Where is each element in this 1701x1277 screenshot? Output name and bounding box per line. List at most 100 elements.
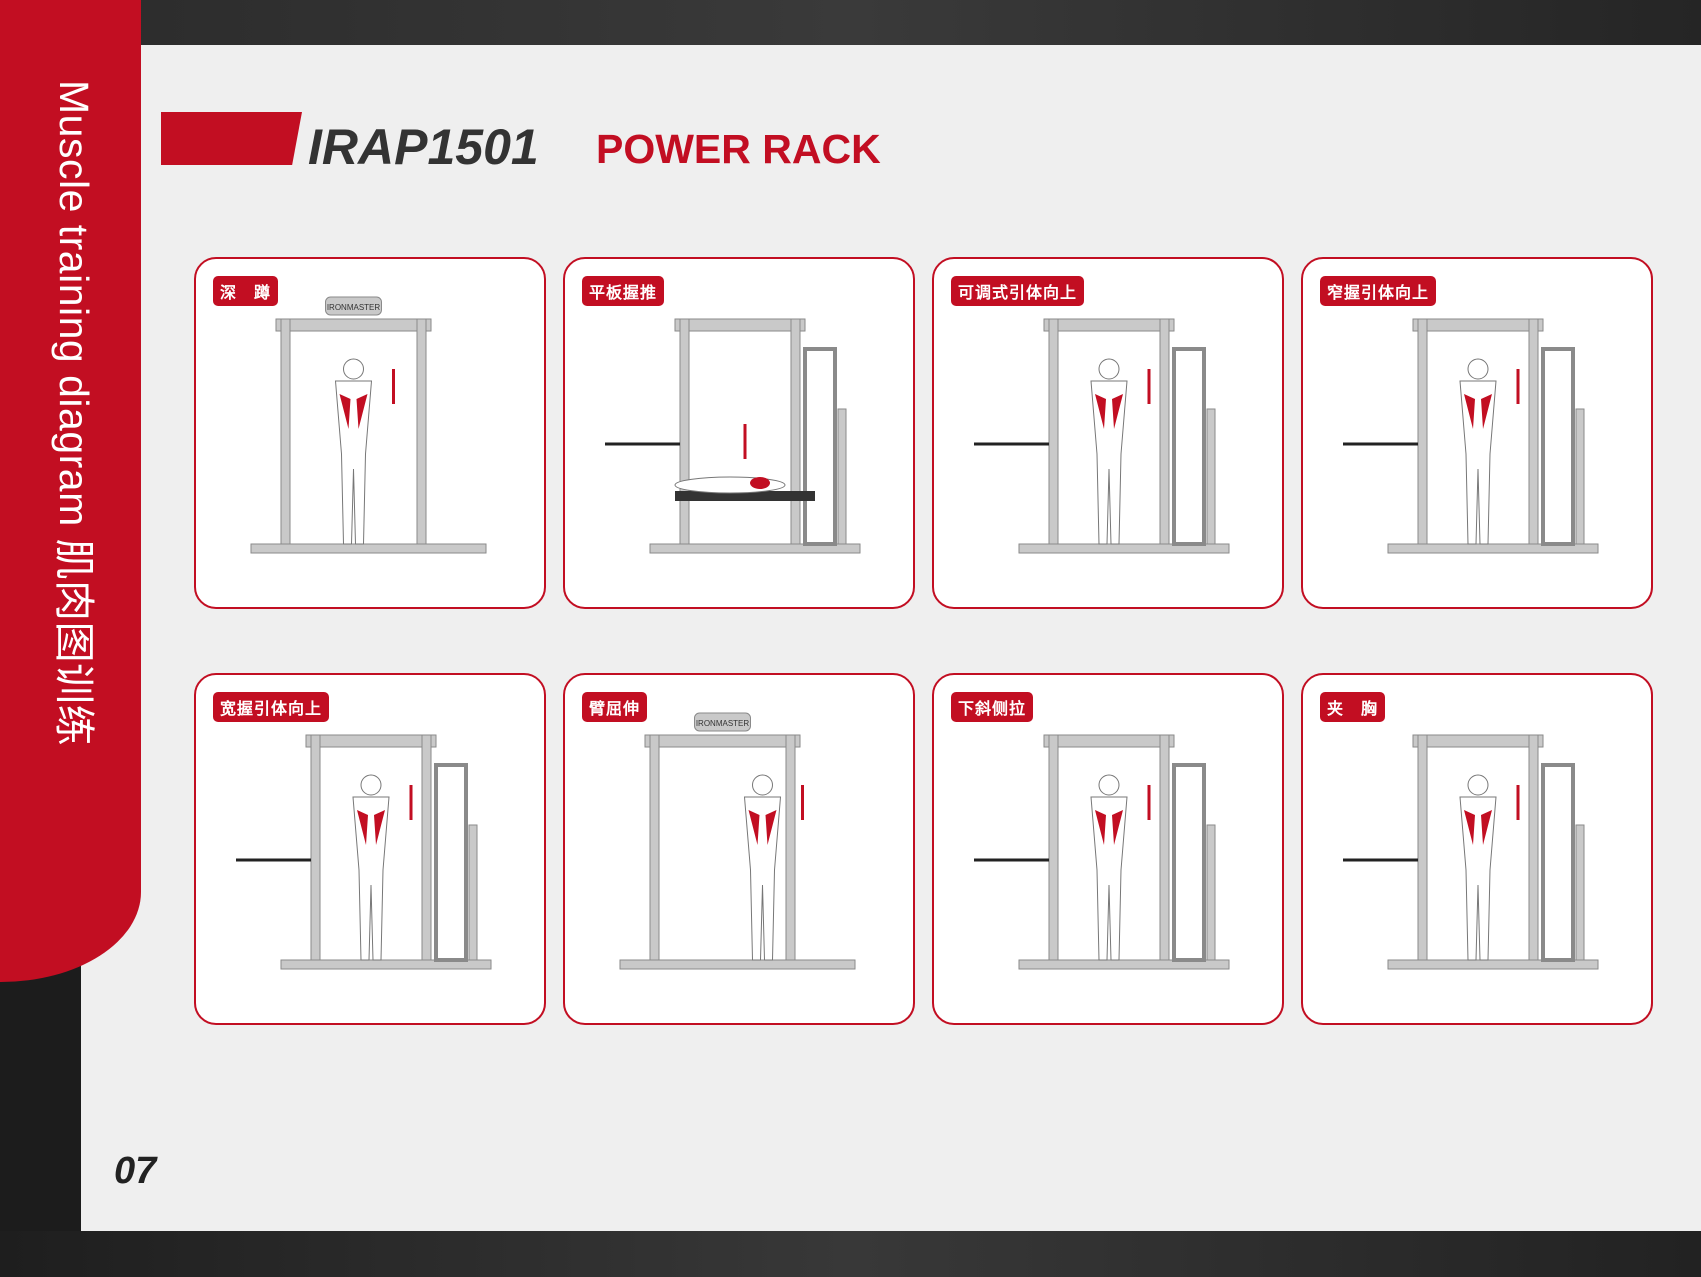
head <box>343 358 364 380</box>
title-accent-bar <box>161 112 302 165</box>
rack-base <box>649 543 861 554</box>
head <box>1467 774 1489 796</box>
exercise-card-dips: 臂屈伸 IRONMASTER <box>563 673 915 1025</box>
wide-pullup-illustration <box>236 734 492 970</box>
dips-illustration: IRONMASTER <box>619 712 856 970</box>
chest-fly-illustration <box>1343 734 1599 970</box>
sidebar: Muscle training diagram 肌肉图训练 <box>0 0 141 982</box>
rack-upright <box>1528 734 1539 966</box>
muscle-highlight <box>1464 810 1492 845</box>
squat-illustration: IRONMASTER <box>250 296 487 554</box>
head <box>360 774 382 796</box>
brand-text: IRONMASTER <box>696 719 750 728</box>
body-figure <box>1459 380 1497 545</box>
head <box>1467 358 1489 380</box>
rack-upright <box>280 318 291 550</box>
exercise-card-narrow-pullup: 窄握引体向上 <box>1301 257 1653 609</box>
model-number: IRAP1501 <box>308 119 539 175</box>
bench-press-illustration <box>605 318 861 554</box>
rack-upright <box>1417 734 1428 966</box>
body-figure <box>1090 796 1128 961</box>
rack-upright <box>1159 734 1170 966</box>
rack-top-beam <box>1043 318 1175 332</box>
exercise-label: 宽握引体向上 <box>213 692 330 722</box>
exercise-card-adjustable-pullup: 可调式引体向上 <box>932 257 1284 609</box>
rack-top-beam <box>1412 318 1544 332</box>
page-number: 07 <box>114 1150 157 1192</box>
body-figure <box>352 796 390 961</box>
rack-upright <box>310 734 321 966</box>
rack-upright <box>785 734 796 966</box>
rack-upright <box>1417 318 1428 550</box>
rack-top-beam <box>674 318 806 332</box>
storage-frame <box>1172 347 1206 546</box>
exercise-label: 窄握引体向上 <box>1320 276 1437 306</box>
top-band <box>0 0 1701 45</box>
exercise-label: 平板握推 <box>582 276 665 306</box>
muscle-highlight <box>748 810 777 845</box>
weight-post <box>1206 408 1216 545</box>
rack-upright <box>1159 318 1170 550</box>
weight-post <box>1575 408 1585 545</box>
storage-frame <box>1541 763 1575 962</box>
weight-post <box>468 824 478 961</box>
rack-upright <box>1048 318 1059 550</box>
rack-top-beam <box>305 734 437 748</box>
lat-pull-illustration <box>974 734 1230 970</box>
rack-upright <box>421 734 432 966</box>
storage-frame <box>434 763 468 962</box>
rack-top-beam <box>644 734 801 748</box>
body-figure <box>743 796 782 961</box>
body-figure <box>334 380 373 545</box>
exercise-card-chest-fly: 夹 胸 <box>1301 673 1653 1025</box>
exercise-card-lat-pull: 下斜侧拉 <box>932 673 1284 1025</box>
exercise-label: 下斜侧拉 <box>951 692 1034 722</box>
rack-upright <box>1528 318 1539 550</box>
brand-text: IRONMASTER <box>327 303 381 312</box>
exercise-label: 可调式引体向上 <box>951 276 1085 306</box>
muscle-highlight <box>750 477 770 489</box>
bottom-band <box>0 1231 1701 1277</box>
rack-base <box>619 959 856 970</box>
weight-post <box>1206 824 1216 961</box>
storage-frame <box>803 347 837 546</box>
rack-upright <box>679 318 690 550</box>
rack-top-beam <box>1412 734 1544 748</box>
exercise-card-squat: 深 蹲 IRONMASTER <box>194 257 546 609</box>
head <box>1098 774 1120 796</box>
adjustable-pullup-illustration <box>974 318 1230 554</box>
weight-post <box>1575 824 1585 961</box>
rack-base <box>250 543 487 554</box>
head <box>1098 358 1120 380</box>
exercise-label: 臂屈伸 <box>582 692 648 722</box>
rack-top-beam <box>275 318 432 332</box>
brand-plate <box>325 296 382 316</box>
bench <box>675 491 815 501</box>
rack-upright <box>1048 734 1059 966</box>
rack-upright <box>649 734 660 966</box>
body-figure <box>1459 796 1497 961</box>
exercise-card-wide-pullup: 宽握引体向上 <box>194 673 546 1025</box>
exercise-card-bench-press: 平板握推 <box>563 257 915 609</box>
head <box>752 774 773 796</box>
weight-post <box>837 408 847 545</box>
rack-base <box>1387 543 1599 554</box>
muscle-highlight <box>357 810 385 845</box>
exercise-label: 夹 胸 <box>1320 692 1386 722</box>
rack-upright <box>790 318 801 550</box>
rack-base <box>1018 543 1230 554</box>
exercise-label: 深 蹲 <box>213 276 279 306</box>
rack-base <box>280 959 492 970</box>
rack-top-beam <box>1043 734 1175 748</box>
muscle-highlight <box>1464 394 1492 429</box>
rack-base <box>1387 959 1599 970</box>
narrow-pullup-illustration <box>1343 318 1599 554</box>
muscle-highlight <box>1095 394 1123 429</box>
storage-frame <box>1541 347 1575 546</box>
brand-plate <box>694 712 751 732</box>
muscle-highlight <box>1095 810 1123 845</box>
product-name: POWER RACK <box>596 126 881 172</box>
storage-frame <box>1172 763 1206 962</box>
rack-base <box>1018 959 1230 970</box>
body-figure <box>1090 380 1128 545</box>
